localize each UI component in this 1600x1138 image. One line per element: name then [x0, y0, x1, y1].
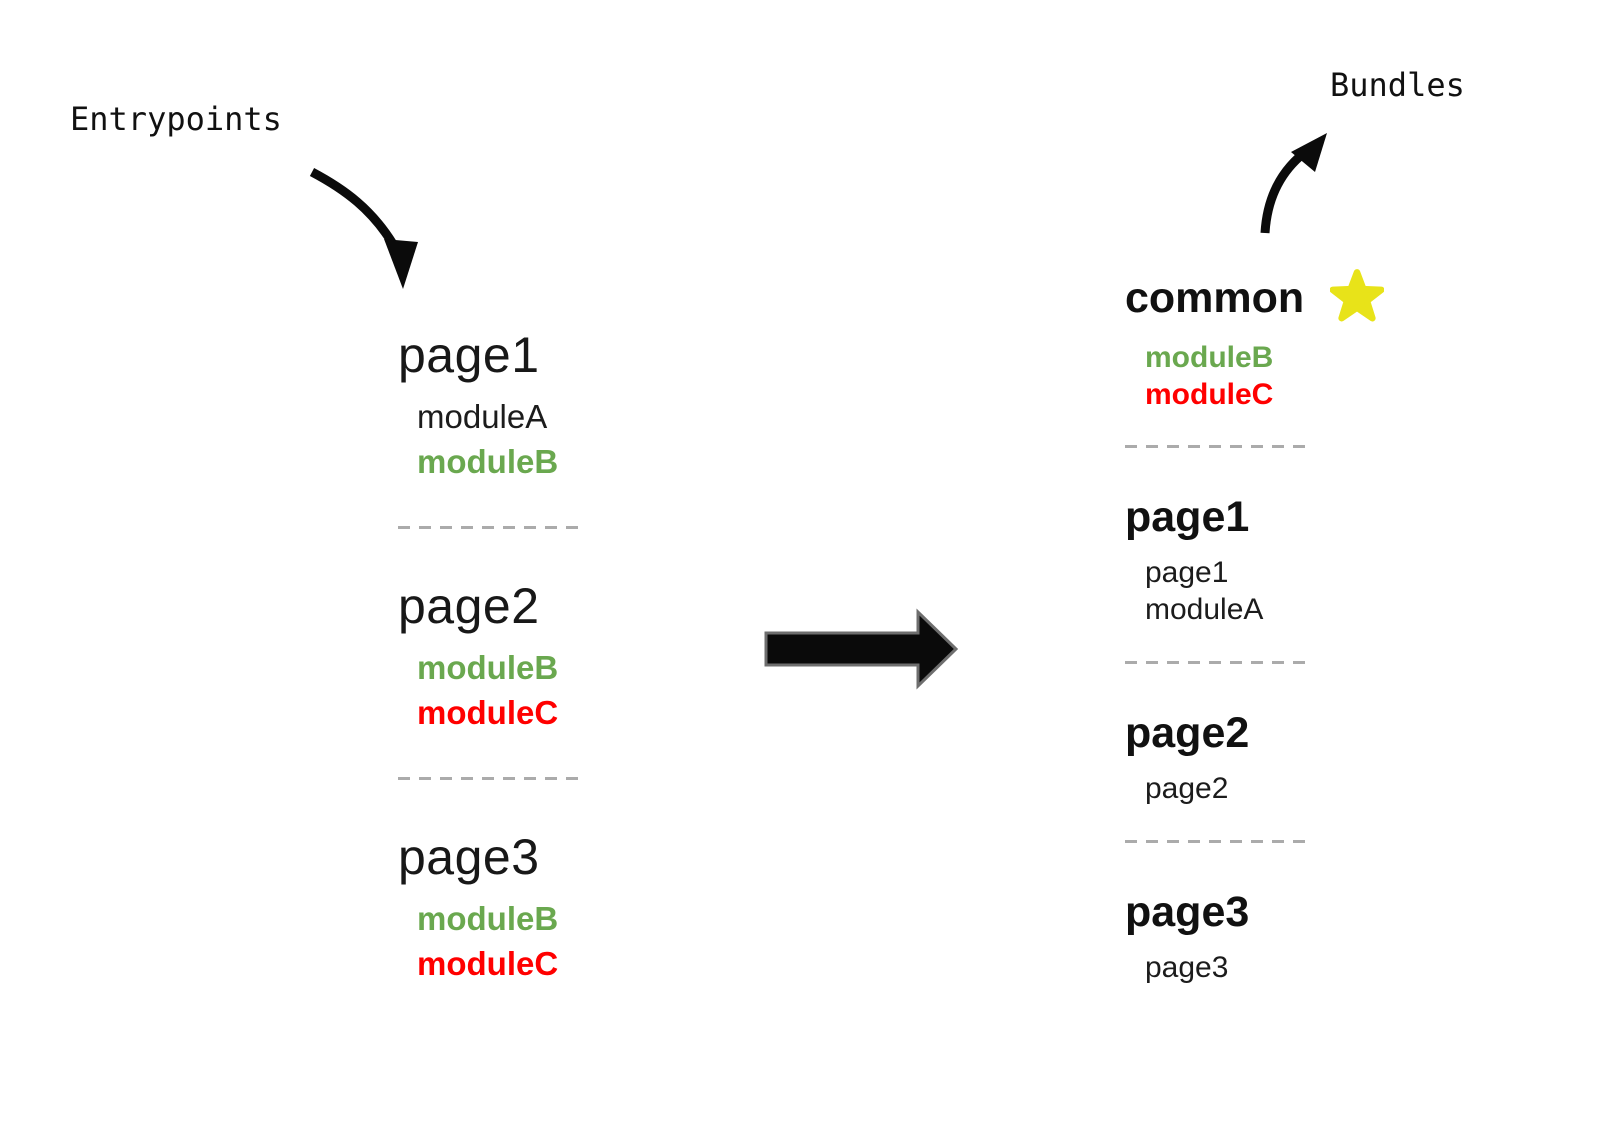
dashed-divider: [1125, 445, 1305, 449]
module-label: moduleB: [417, 900, 559, 938]
dashed-divider: [398, 526, 578, 530]
module-label: page2: [1145, 771, 1229, 805]
bundle-title-text: page1: [1125, 493, 1250, 542]
module-label: page1: [1145, 556, 1229, 590]
dashed-divider: [1125, 839, 1305, 843]
dashed-divider: [398, 777, 578, 781]
star-icon: [1330, 269, 1385, 322]
bundle-title: page2: [1125, 708, 1385, 757]
bundle-title-text: page2: [1125, 708, 1250, 757]
bundle-title-text: common: [1125, 274, 1305, 323]
entrypoint-title: page3: [398, 830, 638, 885]
bundles-label: Bundles: [1330, 66, 1465, 104]
module-label: moduleC: [1145, 377, 1274, 411]
entrypoint-title-text: page1: [398, 327, 540, 383]
module-label: moduleA: [417, 398, 548, 435]
entrypoint-title-text: page2: [398, 578, 540, 635]
bundle-section: page2 page2: [1125, 708, 1385, 808]
bundle-title-text: page3: [1125, 887, 1250, 936]
entrypoint-section: page3 moduleB moduleC: [398, 830, 638, 986]
bundle-title: page3: [1125, 887, 1385, 936]
module-label: page3: [1145, 950, 1229, 984]
dashed-divider: [1125, 660, 1305, 664]
transform-arrow-icon: [764, 608, 959, 690]
bundles-curved-arrow-icon: [1260, 133, 1327, 234]
module-label: moduleB: [417, 442, 559, 480]
entrypoint-section: page1 moduleA moduleB: [398, 328, 638, 484]
module-label: moduleB: [417, 649, 559, 687]
module-label: moduleB: [1145, 341, 1274, 374]
entrypoints-label: Entrypoints: [70, 100, 282, 138]
bundle-title: common: [1125, 269, 1385, 326]
entrypoint-title: page1: [398, 328, 638, 383]
entrypoint-title: page2: [398, 579, 638, 634]
module-label: moduleC: [417, 693, 559, 731]
bundle-title: page1: [1125, 493, 1385, 542]
entrypoint-title-text: page3: [398, 829, 540, 886]
module-label: moduleC: [417, 944, 559, 982]
module-label: moduleA: [1145, 593, 1264, 627]
bundle-section: page3 page3: [1125, 887, 1385, 987]
entrypoint-section: page2 moduleB moduleC: [398, 579, 638, 735]
entrypoints-curved-arrow-icon: [309, 168, 418, 289]
